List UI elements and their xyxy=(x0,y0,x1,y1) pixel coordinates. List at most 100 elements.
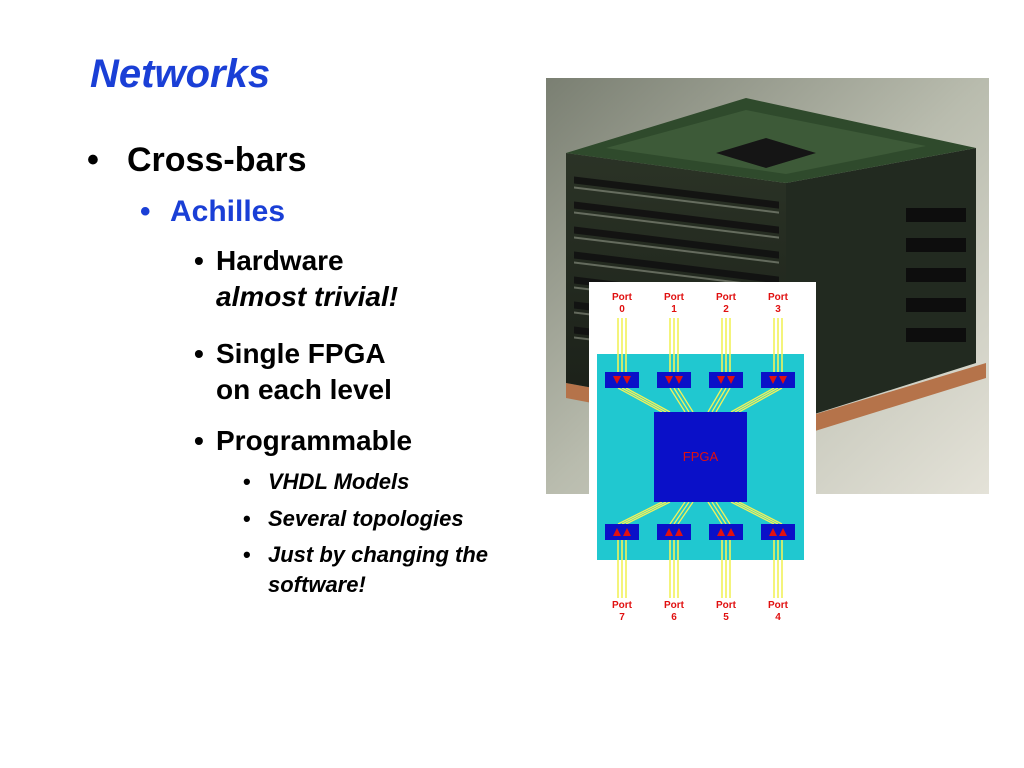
bullet-text: Hardware xyxy=(216,245,344,276)
port-arrow-icon xyxy=(675,376,683,384)
bullet-several-topologies: • Several topologies xyxy=(243,504,464,534)
port-arrow-icon xyxy=(717,528,725,536)
bullet-text-line2: on each level xyxy=(216,374,392,405)
port-number: 1 xyxy=(671,304,677,315)
wire-fan-top xyxy=(730,387,775,413)
wire-fan-top xyxy=(621,387,667,413)
port-word: Port xyxy=(768,292,788,303)
top-port-box xyxy=(709,372,743,388)
wire-fan-top xyxy=(738,387,783,413)
wire-fan-top xyxy=(625,387,671,413)
port-arrow-icon xyxy=(779,528,787,536)
port-number: 0 xyxy=(619,304,625,315)
wire-fan-bottom xyxy=(738,501,783,525)
wire-fan-top xyxy=(707,387,723,413)
port-word: Port xyxy=(664,600,684,611)
top-port-box xyxy=(657,372,691,388)
bullet-achilles: • Achilles xyxy=(140,194,286,230)
port-arrow-icon xyxy=(769,528,777,536)
bullet-dot: • xyxy=(243,542,251,567)
port-arrow-icon xyxy=(613,528,621,536)
bullet-just-by-changing: • Just by changing the software! xyxy=(243,540,489,600)
bullet-dot: • xyxy=(194,245,204,276)
wire-fan-bottom xyxy=(730,501,775,525)
port-arrow-icon xyxy=(717,376,725,384)
top-port-box xyxy=(761,372,795,388)
port-arrow-icon xyxy=(665,376,673,384)
wire-fan-top xyxy=(711,387,727,413)
port-number: 5 xyxy=(723,612,729,623)
bullet-programmable: • Programmable xyxy=(194,423,413,459)
wire-fan-bottom xyxy=(707,501,723,525)
port-number: 4 xyxy=(775,612,781,623)
bottom-port-box xyxy=(605,524,639,540)
wire-fan-top xyxy=(617,387,663,413)
wire-fan-bottom xyxy=(669,501,686,525)
bottom-port-box xyxy=(761,524,795,540)
wire-fan-bottom xyxy=(677,501,694,525)
wire-fan-top xyxy=(734,387,779,413)
port-arrow-icon xyxy=(665,528,673,536)
bullet-text: Several topologies xyxy=(268,506,464,531)
wire-fan-bottom xyxy=(711,501,727,525)
port-arrow-icon xyxy=(769,376,777,384)
bullet-dot: • xyxy=(194,338,204,369)
port-number: 6 xyxy=(671,612,677,623)
bullet-text: Just by changing the xyxy=(268,542,489,567)
wire-fan-bottom xyxy=(625,501,671,525)
port-arrow-icon xyxy=(675,528,683,536)
bullet-dot: • xyxy=(140,195,151,228)
wire-fan-bottom xyxy=(673,501,690,525)
bullet-text: Programmable xyxy=(216,425,413,456)
wire-fan-bottom xyxy=(621,501,667,525)
bullet-cross-bars: • Cross-bars xyxy=(87,140,307,180)
wire-fan-bottom xyxy=(617,501,663,525)
wire-fan-top xyxy=(673,387,690,413)
wire-fan-bottom xyxy=(734,501,779,525)
bottom-port-box xyxy=(657,524,691,540)
fpga-label: FPGA xyxy=(683,449,719,464)
port-number: 3 xyxy=(775,304,781,315)
port-arrow-icon xyxy=(613,376,621,384)
bullet-dot: • xyxy=(194,425,204,456)
wire-fan-top xyxy=(669,387,686,413)
wire-fan-top xyxy=(715,387,731,413)
bullet-hardware: • Hardware almost trivial! xyxy=(194,243,399,315)
bullet-text: VHDL Models xyxy=(268,469,410,494)
port-word: Port xyxy=(664,292,684,303)
port-number: 7 xyxy=(619,612,625,623)
bullet-dot: • xyxy=(243,469,251,494)
fpga-block xyxy=(654,412,747,502)
slide-title: Networks xyxy=(90,52,271,96)
wire-fan-bottom xyxy=(715,501,731,525)
port-arrow-icon xyxy=(779,376,787,384)
bullet-dot: • xyxy=(87,141,99,179)
bottom-port-box xyxy=(709,524,743,540)
bullet-single-fpga: • Single FPGA on each level xyxy=(194,336,392,408)
port-word: Port xyxy=(768,600,788,611)
top-port-box xyxy=(605,372,639,388)
bullet-vhdl-models: • VHDL Models xyxy=(243,467,410,497)
port-arrow-icon xyxy=(727,528,735,536)
bullet-text: Cross-bars xyxy=(127,141,307,179)
bullet-text-line2: software! xyxy=(268,572,366,597)
port-word: Port xyxy=(716,292,736,303)
port-word: Port xyxy=(612,600,632,611)
crossbar-diagram-graphic: FPGA xyxy=(597,318,804,598)
bullet-dot: • xyxy=(243,506,251,531)
bullet-text: Achilles xyxy=(170,195,286,228)
bullet-text-line2: almost trivial! xyxy=(216,281,399,312)
port-arrow-icon xyxy=(623,376,631,384)
bullet-text: Single FPGA xyxy=(216,338,386,369)
port-word: Port xyxy=(612,292,632,303)
port-word: Port xyxy=(716,600,736,611)
port-arrow-icon xyxy=(623,528,631,536)
